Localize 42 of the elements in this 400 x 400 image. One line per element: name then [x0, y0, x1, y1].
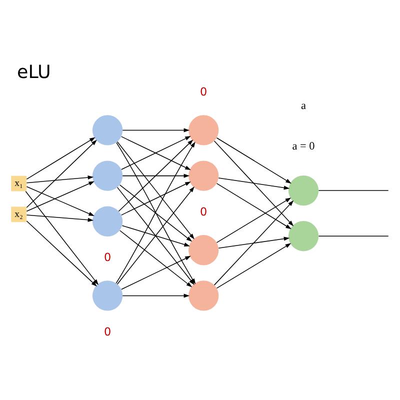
node-box: x₂ [11, 206, 27, 222]
arrow [121, 256, 191, 290]
arrow [119, 184, 192, 242]
node-circle [188, 160, 219, 191]
label: a [301, 100, 306, 112]
node-circle [188, 235, 219, 266]
arrow [216, 137, 292, 184]
arrow [122, 128, 190, 132]
connector [318, 190, 389, 191]
arrow [26, 214, 94, 222]
arrow [214, 140, 294, 226]
node-label: 0 [200, 206, 208, 219]
arrow [26, 220, 97, 287]
node-label: 0 [200, 86, 208, 99]
node-circle [92, 206, 123, 236]
arrow [116, 141, 194, 240]
arrow [116, 186, 194, 285]
arrow [26, 186, 94, 216]
arrow [122, 294, 190, 298]
arrow [118, 140, 194, 212]
arrow [218, 178, 290, 190]
arrow [26, 181, 94, 212]
node-box: x₁ [11, 176, 27, 192]
arrow [119, 230, 192, 288]
arrow [25, 191, 98, 285]
label: a = 0 [292, 140, 315, 153]
node-circle [92, 160, 123, 191]
arrow [216, 183, 292, 230]
node-label: 0 [104, 326, 112, 339]
arrow [216, 198, 292, 243]
arrow [122, 174, 190, 178]
arrow [214, 200, 294, 286]
diagram-title: eLU [17, 62, 51, 84]
arrow [218, 236, 290, 248]
node-circle [188, 280, 219, 311]
node-label: 0 [104, 251, 112, 264]
arrow [121, 182, 191, 216]
arrow [216, 243, 292, 289]
arrow [26, 175, 94, 184]
arrow [26, 137, 96, 180]
arrow [26, 140, 97, 208]
arrow [122, 225, 190, 246]
